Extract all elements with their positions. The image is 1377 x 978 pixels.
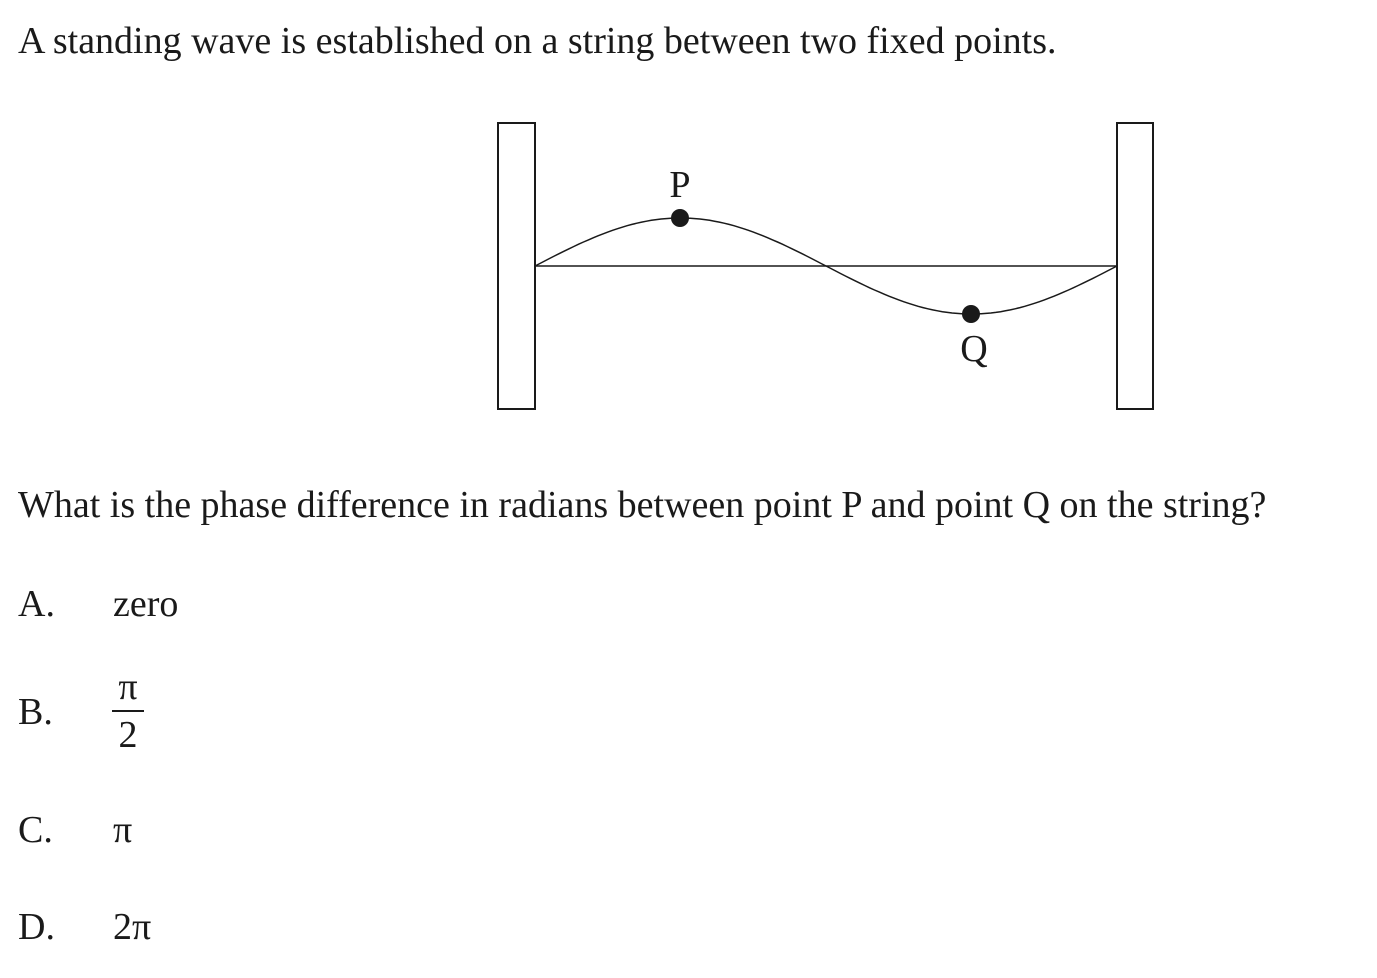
- option-a-letter: A.: [18, 583, 55, 625]
- option-b-denominator: 2: [118, 714, 138, 756]
- fraction-bar: [112, 710, 144, 712]
- point-q-dot: [962, 305, 980, 323]
- option-b-letter: B.: [18, 691, 53, 733]
- option-b-fraction: π 2: [112, 668, 144, 754]
- option-d-value: 2π: [113, 906, 152, 948]
- question-intro: A standing wave is established on a stri…: [18, 20, 1057, 62]
- option-c-value: π: [113, 809, 133, 851]
- option-d-letter: D.: [18, 906, 55, 948]
- option-b-numerator: π: [118, 666, 138, 708]
- right-fixed-support: [1116, 122, 1154, 410]
- wave-curve: [534, 217, 1118, 315]
- option-a-value: zero: [113, 583, 179, 625]
- point-p-dot: [671, 209, 689, 227]
- left-fixed-support: [497, 122, 536, 410]
- question-prompt: What is the phase difference in radians …: [18, 484, 1267, 526]
- label-q: Q: [960, 328, 987, 370]
- option-c-letter: C.: [18, 809, 53, 851]
- label-p: P: [669, 164, 690, 206]
